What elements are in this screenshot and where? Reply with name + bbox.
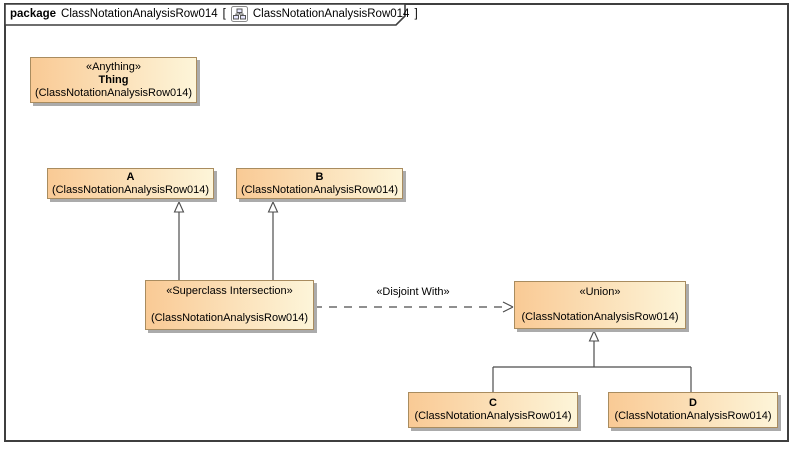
class-qualifier: (ClassNotationAnalysisRow014) (51, 183, 210, 196)
class-name: A (126, 170, 135, 183)
class-node-d[interactable]: D (ClassNotationAnalysisRow014) (608, 392, 778, 428)
package-header: package ClassNotationAnalysisRow014 [ Cl… (10, 6, 418, 22)
stereotype-label: «Union» (579, 286, 621, 298)
class-node-thing[interactable]: «Anything» Thing (ClassNotationAnalysisR… (30, 57, 197, 103)
package-name: ClassNotationAnalysisRow014 (61, 8, 218, 20)
class-qualifier: (ClassNotationAnalysisRow014) (240, 183, 399, 196)
class-node-c[interactable]: C (ClassNotationAnalysisRow014) (408, 392, 578, 428)
class-node-b[interactable]: B (ClassNotationAnalysisRow014) (236, 168, 403, 199)
class-name: D (689, 397, 697, 409)
class-node-superclass-intersection[interactable]: «Superclass Intersection» (ClassNotation… (145, 280, 314, 330)
class-qualifier: (ClassNotationAnalysisRow014) (521, 311, 679, 323)
class-qualifier: (ClassNotationAnalysisRow014) (614, 410, 772, 422)
class-qualifier: (ClassNotationAnalysisRow014) (414, 410, 572, 422)
class-qualifier: (ClassNotationAnalysisRow014) (34, 86, 193, 99)
bracket-close: ] (414, 8, 418, 20)
class-diagram-icon (230, 6, 248, 22)
class-node-a[interactable]: A (ClassNotationAnalysisRow014) (47, 168, 214, 199)
class-name: Thing (98, 73, 129, 86)
class-name: B (315, 170, 324, 183)
dependency-label: «Disjoint With» (376, 286, 450, 298)
package-keyword: package (10, 8, 57, 20)
stereotype-label: «Superclass Intersection» (166, 285, 293, 297)
bracket-open: [ (222, 8, 226, 20)
diagram-name: ClassNotationAnalysisRow014 (252, 8, 410, 20)
class-qualifier: (ClassNotationAnalysisRow014) (150, 312, 309, 324)
class-name: C (489, 397, 497, 409)
class-node-union[interactable]: «Union» (ClassNotationAnalysisRow014) (514, 281, 686, 329)
stereotype-label: «Anything» (85, 60, 142, 73)
